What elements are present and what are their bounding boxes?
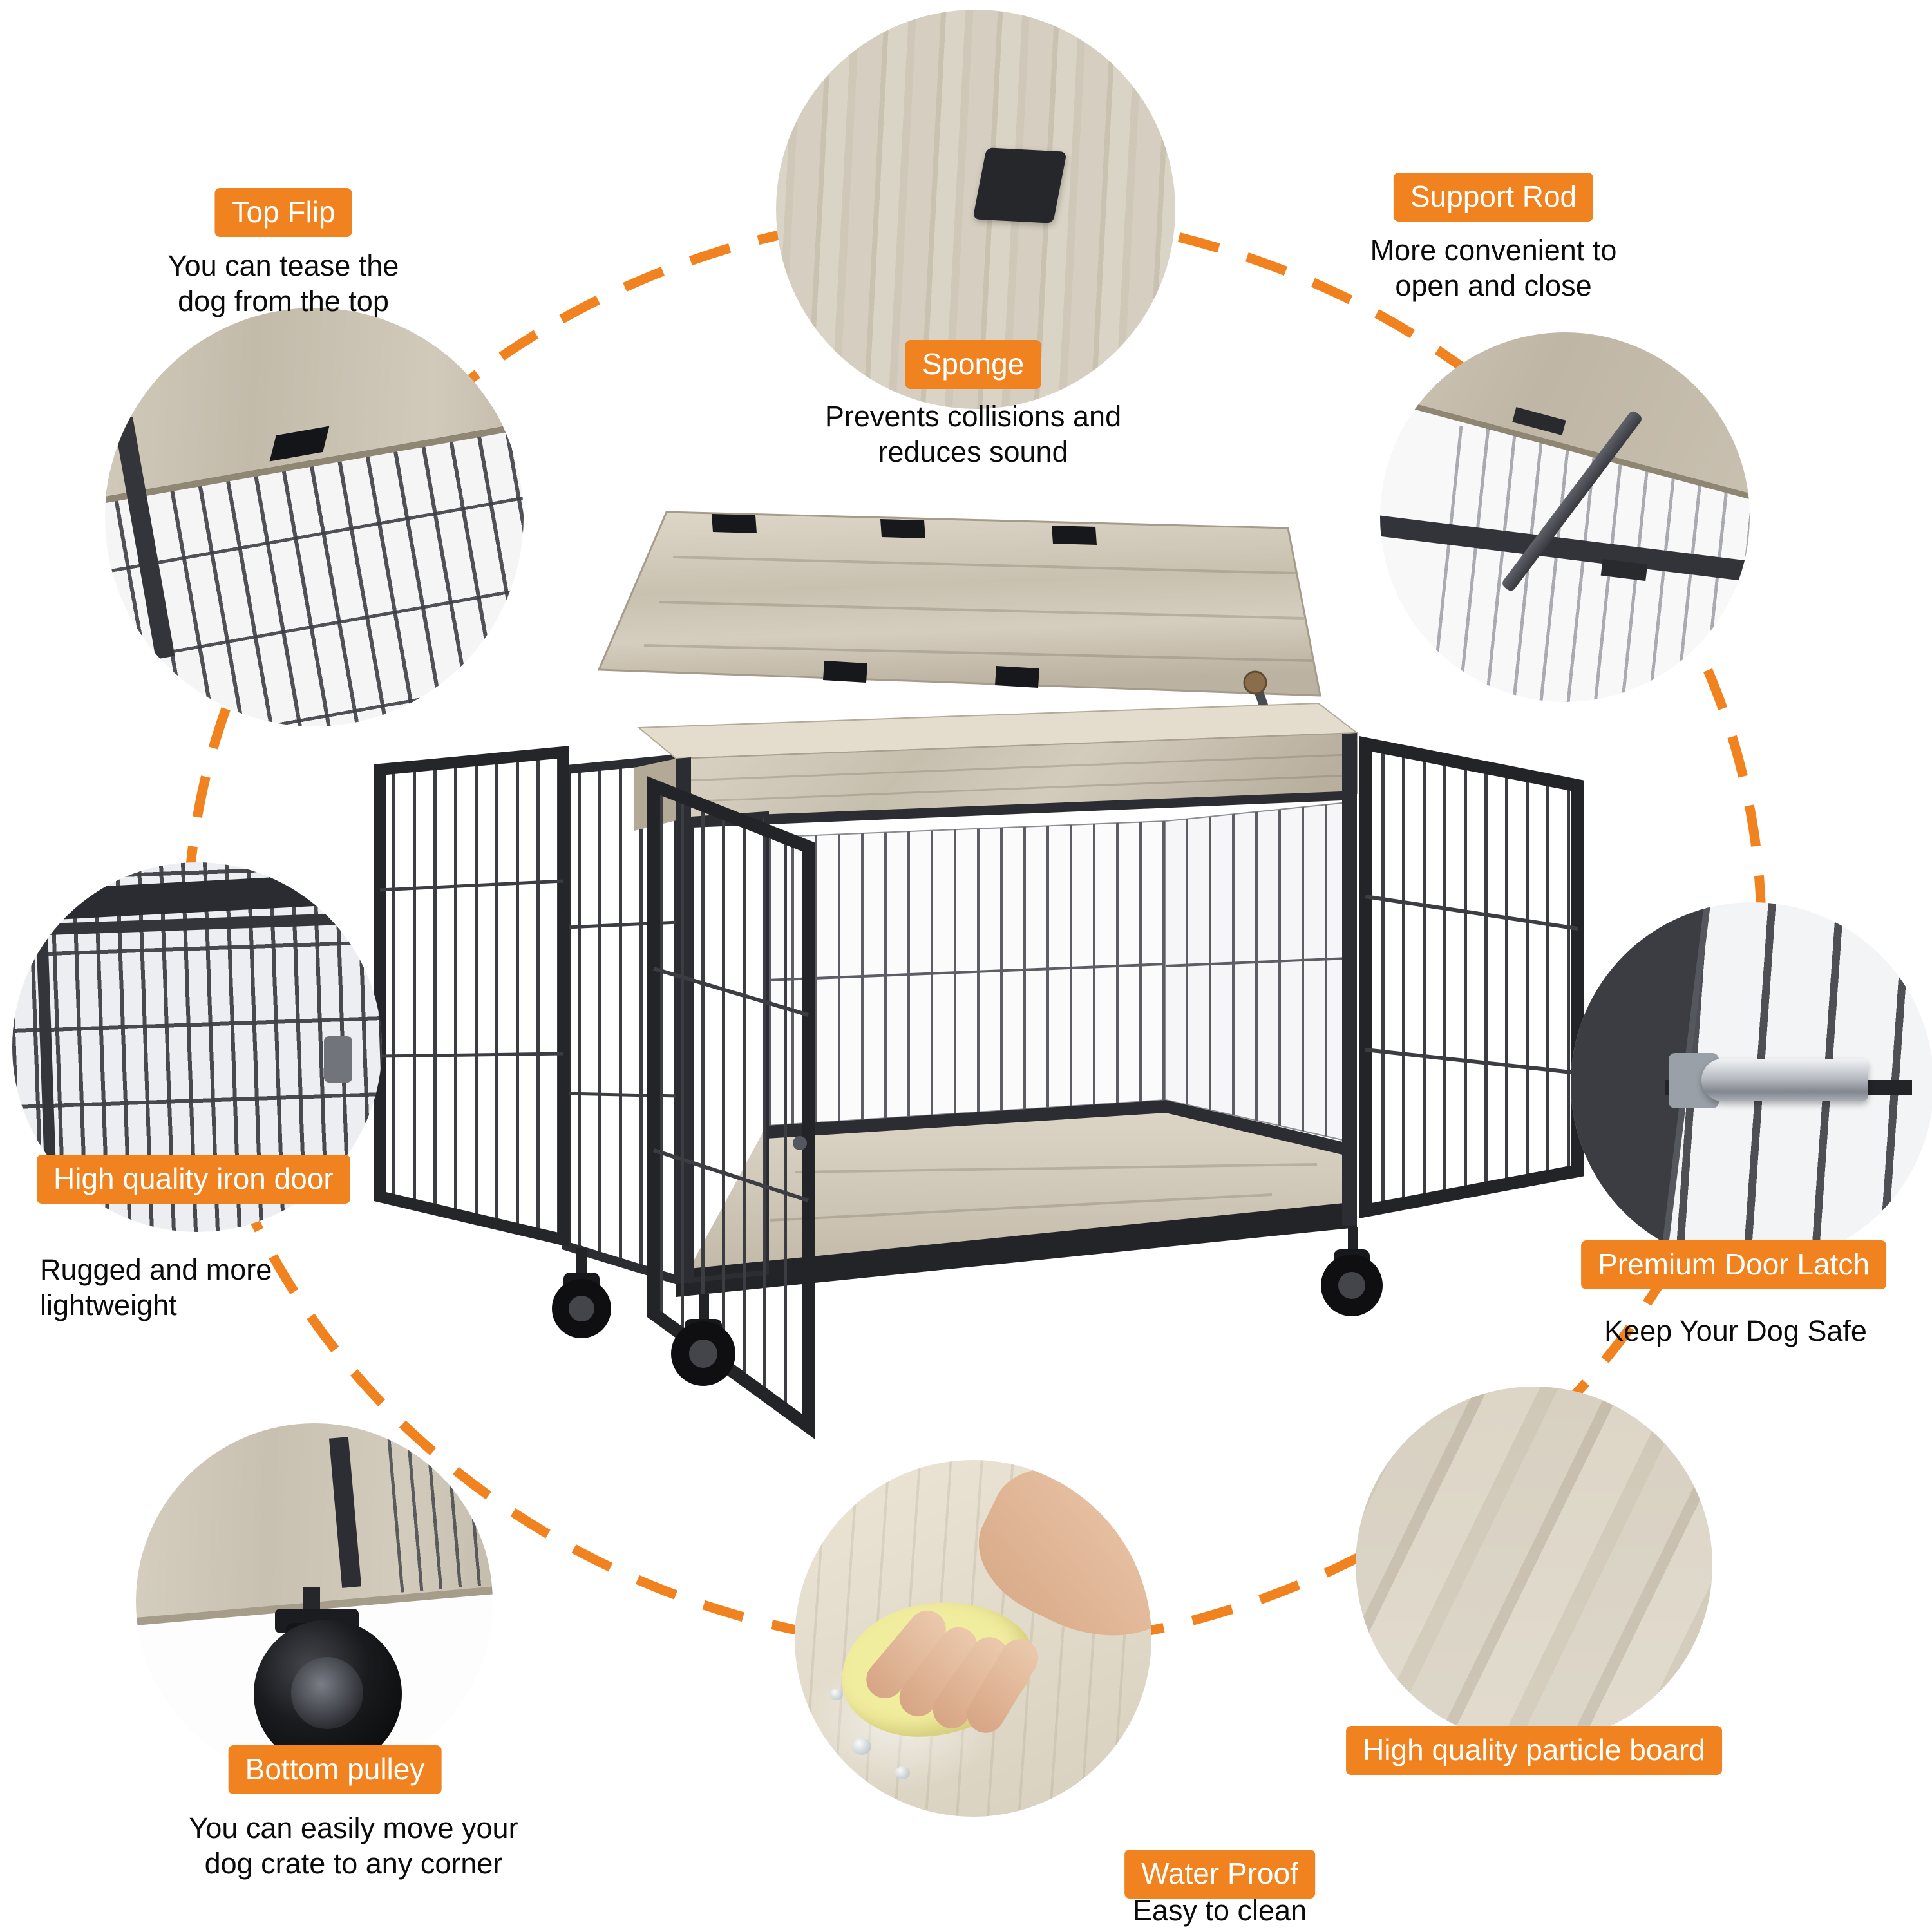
crate-floor <box>686 1100 1348 1275</box>
right-door-open <box>1359 735 1584 1219</box>
particle-board-photo <box>1356 1387 1712 1743</box>
feature-label-sponge: Sponge <box>905 340 1041 389</box>
desc-line: dog crate to any corner <box>204 1846 503 1880</box>
desc-line: open and close <box>1395 269 1592 302</box>
interior-right-wall <box>1165 801 1349 1142</box>
bottom-pulley-photo <box>136 1423 493 1780</box>
feature-label-bottom-pulley: Bottom pulley <box>228 1745 442 1794</box>
water-proof-photo <box>795 1460 1151 1817</box>
desc-line: You can tease the <box>167 249 399 282</box>
door-latch-small <box>324 1036 353 1083</box>
feature-desc-bottom-pulley: You can easily move your dog crate to an… <box>189 1811 518 1882</box>
feature-desc-sponge: Prevents collisions and reduces sound <box>825 399 1121 470</box>
desc-line: Keep Your Dog Safe <box>1604 1314 1867 1347</box>
support-rod-photo <box>1380 332 1750 702</box>
desc-line: lightweight <box>40 1288 177 1321</box>
desc-line: dog from the top <box>178 284 389 317</box>
water-droplet <box>851 1738 871 1756</box>
desc-line: More convenient to <box>1370 234 1617 267</box>
left-door-open <box>374 746 569 1247</box>
wire-mesh <box>385 1423 493 1593</box>
door-latch-photo <box>1571 902 1932 1265</box>
caster-wheel-hub <box>290 1656 363 1729</box>
front-right-post <box>1342 733 1357 1226</box>
water-droplet <box>830 1688 844 1700</box>
top-flip-lid <box>597 511 1321 697</box>
desc-line: Rugged and more <box>40 1253 272 1286</box>
feature-desc-water-proof: Easy to clean <box>1133 1893 1307 1929</box>
interior-back-wall <box>766 820 1166 1127</box>
sponge-pad <box>972 147 1067 223</box>
dog-crate-illustration <box>374 511 1584 1439</box>
feature-label-water-proof: Water Proof <box>1124 1850 1315 1899</box>
front-bottom-frame <box>676 1202 1357 1297</box>
front-door-open <box>647 776 815 1439</box>
feature-label-top-flip: Top Flip <box>214 188 352 237</box>
feature-desc-top-flip: You can tease the dog from the top <box>168 249 399 319</box>
caster-wheels <box>552 1227 1383 1386</box>
feature-label-support-rod: Support Rod <box>1393 173 1594 222</box>
water-droplet <box>895 1766 911 1780</box>
desc-line: You can easily move your <box>189 1812 518 1844</box>
front-door-latch-knob <box>793 1136 807 1150</box>
feature-label-door-latch: Premium Door Latch <box>1581 1240 1886 1289</box>
feature-label-particle-board: High quality particle board <box>1346 1726 1722 1775</box>
desc-line: Prevents collisions and <box>824 400 1122 433</box>
desc-line: reduces sound <box>878 435 1068 468</box>
desc-line: Easy to clean <box>1132 1894 1307 1927</box>
latch-body <box>1701 1058 1869 1101</box>
feature-desc-door-latch: Keep Your Dog Safe <box>1604 1314 1867 1349</box>
feature-desc-iron-door: Rugged and more lightweight <box>40 1253 272 1323</box>
top-frame-beam <box>634 702 1359 831</box>
feature-label-iron-door: High quality iron door <box>37 1155 350 1204</box>
top-flip-photo <box>105 308 524 726</box>
feature-desc-support-rod: More convenient to open and close <box>1370 233 1617 304</box>
